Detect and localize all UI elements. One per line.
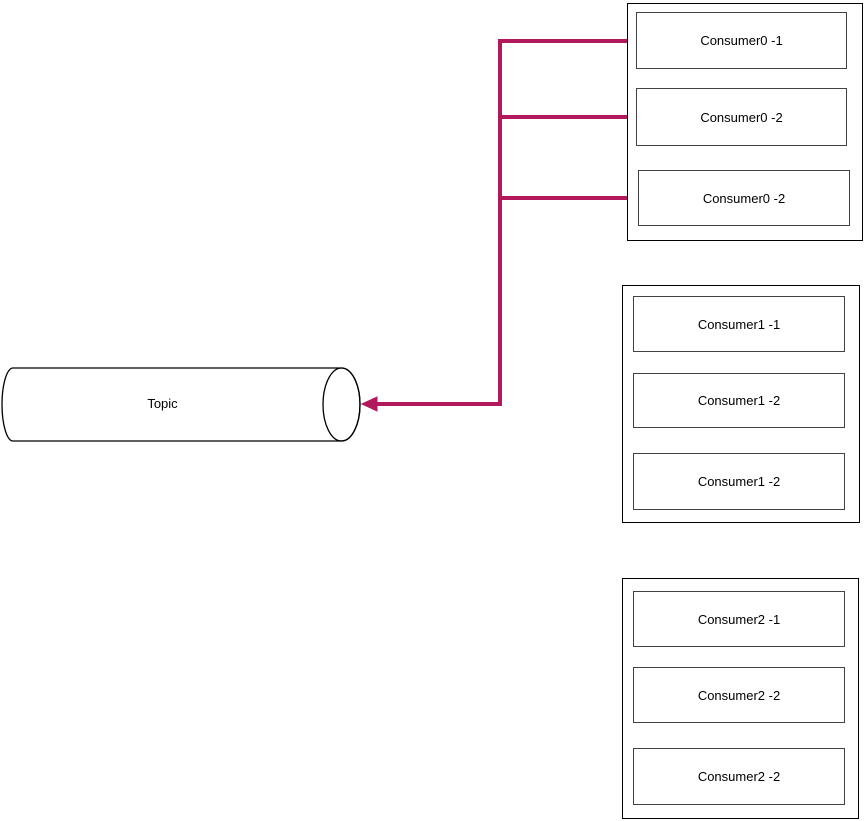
consumer-box: Consumer0 -2 bbox=[638, 170, 850, 226]
consumer-box: Consumer2 -1 bbox=[633, 591, 845, 647]
consumer-box: Consumer1 -1 bbox=[633, 296, 845, 352]
consumer-box: Consumer0 -2 bbox=[636, 88, 847, 146]
consumer-box: Consumer1 -2 bbox=[633, 373, 845, 428]
consumer-box-label: Consumer0 -2 bbox=[702, 190, 786, 206]
consumer-box-label: Consumer1 -2 bbox=[697, 393, 781, 408]
consumer-box: Consumer0 -1 bbox=[636, 12, 847, 69]
consumer-box-label: Consumer1 -1 bbox=[697, 316, 781, 332]
consumer-box-label: Consumer2 -1 bbox=[697, 611, 781, 627]
topic-label: Topic bbox=[147, 396, 178, 411]
consumer-box-label: Consumer2 -2 bbox=[697, 769, 781, 784]
consumer-box-label: Consumer1 -2 bbox=[697, 474, 781, 489]
consumer-box-label: Consumer0 -2 bbox=[700, 109, 783, 125]
consumer-box: Consumer2 -2 bbox=[633, 748, 845, 805]
arrowhead-at-topic bbox=[360, 396, 378, 412]
consumer-box: Consumer2 -2 bbox=[633, 667, 845, 723]
topic-cylinder-face bbox=[322, 367, 361, 442]
connector-consumer0-1-to-topic bbox=[377, 39, 636, 406]
consumer-box: Consumer1 -2 bbox=[633, 453, 845, 510]
consumer-box-label: Consumer2 -2 bbox=[697, 687, 781, 703]
consumer-box-label: Consumer0 -1 bbox=[700, 33, 783, 48]
